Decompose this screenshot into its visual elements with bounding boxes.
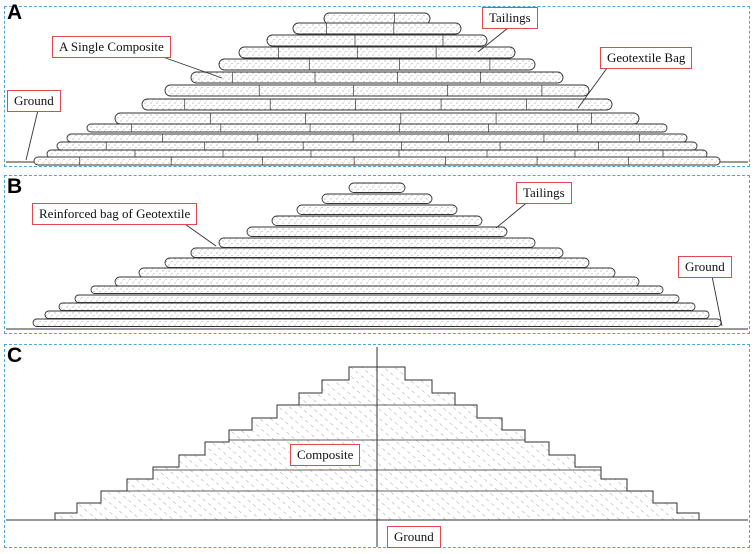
panel-b-bag-row: [44, 310, 710, 319]
panel-a-bag-row: [86, 123, 668, 133]
label-single-composite: A Single Composite: [52, 36, 171, 58]
panel-a-bag-row: [114, 112, 640, 125]
panel-c-frame: [4, 344, 750, 548]
panel-b-bag-row: [164, 257, 590, 268]
panel-c-letter: C: [7, 344, 23, 367]
label-ground-c: Ground: [387, 526, 441, 548]
panel-b-bag-row: [32, 318, 722, 327]
panel-b-letter: B: [7, 175, 23, 198]
panel-b-bags: [6, 182, 748, 330]
label-tailings-a: Tailings: [482, 7, 538, 29]
panel-b-bag-row: [190, 247, 564, 258]
panel-b-bag-row: [271, 215, 483, 226]
panel-a-frame: [4, 6, 750, 167]
panel-b-bag-row: [321, 193, 433, 204]
panel-a-bag-row: [292, 22, 462, 35]
panel-a-bag-row: [266, 34, 488, 47]
panel-a-bag-row: [238, 46, 516, 59]
panel-a-bag-row: [323, 12, 431, 25]
panel-a-letter: A: [7, 1, 23, 24]
panel-a-bag-row: [218, 58, 536, 71]
panel-b-bag-row: [218, 237, 536, 248]
label-reinforced-bag: Reinforced bag of Geotextile: [32, 203, 198, 225]
label-ground-b: Ground: [678, 256, 732, 278]
panel-b-bag-row: [90, 285, 664, 294]
panel-b-bag-row: [296, 204, 458, 215]
panel-a-bag-row: [141, 98, 613, 111]
panel-a-bag-row: [66, 133, 688, 143]
panel-a-bag-row: [56, 141, 698, 151]
leader-lines: [25, 27, 723, 327]
panel-a-bags: [6, 12, 748, 166]
panel-c-composite: [6, 347, 748, 547]
panel-b-bag-row: [138, 267, 616, 278]
panel-b-frame: [4, 175, 750, 334]
label-composite: Composite: [290, 444, 361, 466]
panel-b-bag-row: [58, 302, 696, 311]
label-ground-a: Ground: [7, 90, 61, 112]
panel-b-bag-row: [246, 226, 508, 237]
panel-a-bag-row: [190, 71, 564, 84]
panel-a-bag-row: [164, 84, 590, 97]
panel-a-bag-row: [33, 156, 721, 166]
label-geotextile-bag: Geotextile Bag: [600, 47, 693, 69]
panel-b-bag-row: [348, 182, 406, 193]
label-tailings-b: Tailings: [516, 182, 572, 204]
panel-b-bag-row: [74, 294, 680, 303]
panel-b-bag-row: [114, 276, 640, 287]
